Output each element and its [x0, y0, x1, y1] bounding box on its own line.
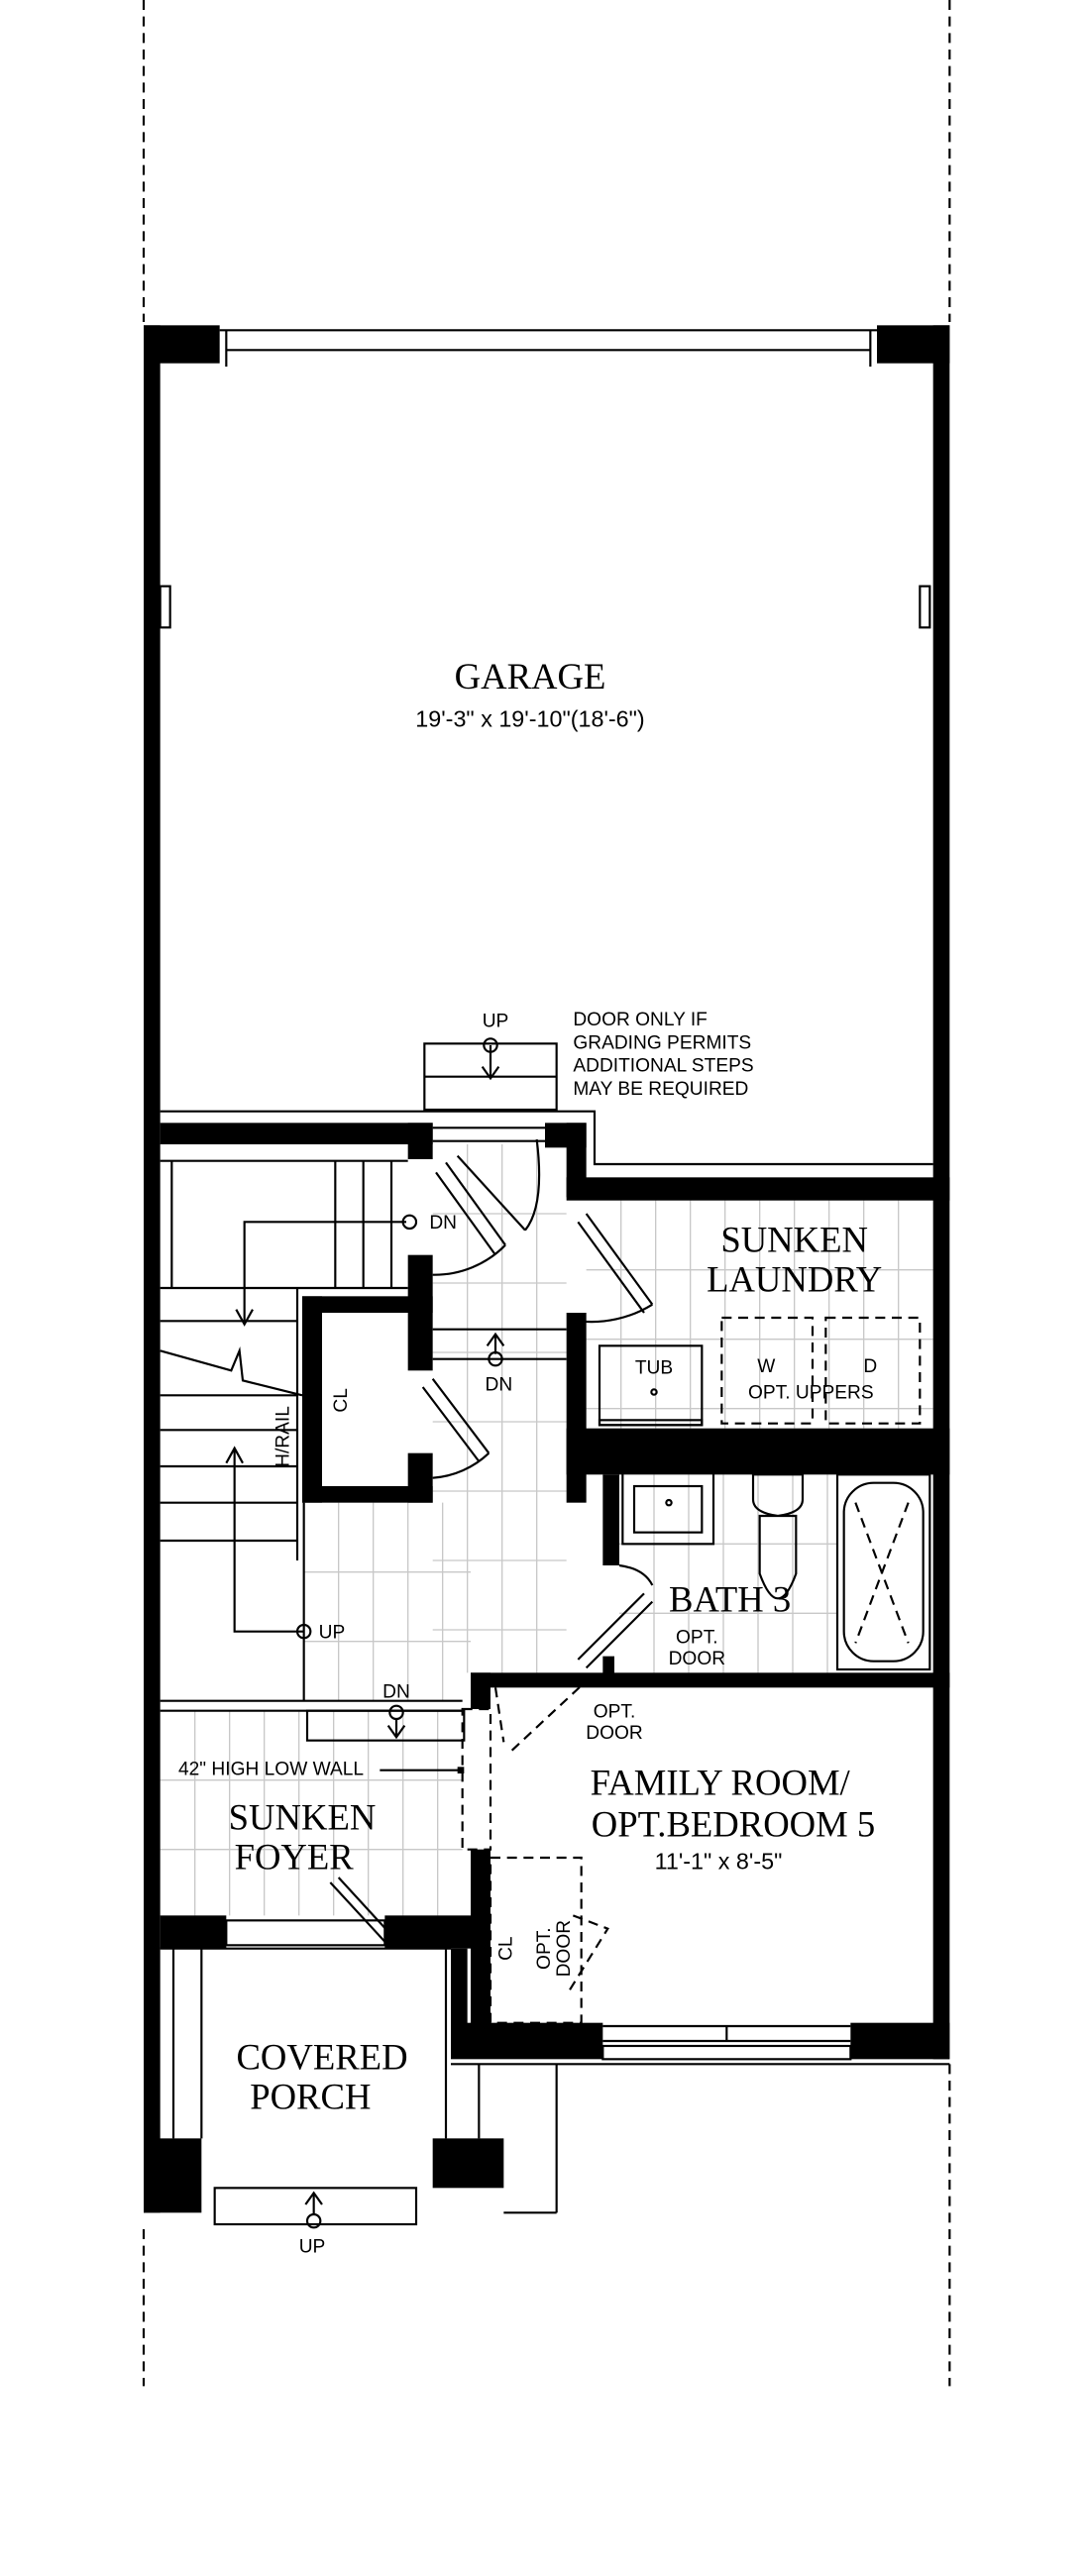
handrail-label: H/RAIL	[273, 1406, 294, 1467]
washer-label: W	[757, 1356, 776, 1377]
closet-opt-door-2: DOOR	[554, 1920, 575, 1977]
foyer-label-2: FOYER	[235, 1837, 355, 1878]
dryer-outline	[824, 1316, 922, 1425]
floor-tiles	[160, 1144, 933, 1916]
family-label-2: OPT.BEDROOM 5	[592, 1803, 875, 1844]
foyer-dn-label: DN	[382, 1681, 410, 1702]
porch	[160, 1947, 950, 2229]
doors	[225, 1127, 852, 2061]
garage-dimensions: 19'-3" x 19'-10"(18'-6")	[415, 705, 644, 731]
laundry-label-1: SUNKEN	[720, 1219, 868, 1259]
garage-up-label: UP	[483, 1012, 509, 1032]
bath-label: BATH 3	[669, 1579, 791, 1620]
family-dimensions: 11'-1" x 8'-5"	[655, 1849, 783, 1875]
stairs	[160, 1159, 567, 1851]
closet-opt-door-1: OPT.	[534, 1927, 555, 1970]
hall-dn-label: DN	[485, 1374, 512, 1395]
low-wall-label: 42" HIGH LOW WALL	[178, 1760, 364, 1780]
porch-up-label: UP	[299, 2236, 326, 2257]
interior-walls	[144, 1123, 950, 2213]
opt-uppers-label: OPT. UPPERS	[748, 1383, 874, 1404]
garage-note-2: GRADING PERMITS	[573, 1032, 751, 1053]
dryer-label: D	[863, 1356, 877, 1377]
family-closet-label: CL	[496, 1936, 517, 1961]
family-opt-door-1: OPT.	[594, 1701, 636, 1722]
laundry-label-2: LAUNDRY	[707, 1258, 882, 1299]
garage-steps	[423, 1037, 558, 1112]
washer-outline	[720, 1316, 815, 1425]
bath-opt-door-1: OPT.	[676, 1627, 718, 1648]
property-lines	[142, 0, 951, 2387]
tub-label: TUB	[635, 1358, 673, 1379]
sink	[621, 1471, 715, 1546]
foyer-label-1: SUNKEN	[229, 1797, 377, 1838]
closet-label: CL	[331, 1388, 352, 1413]
garage-label: GARAGE	[455, 656, 606, 697]
stair-dn-label: DN	[429, 1213, 457, 1234]
stair-up-label: UP	[319, 1622, 346, 1643]
garage-note-3: ADDITIONAL STEPS	[573, 1056, 753, 1077]
family-label-1: FAMILY ROOM/	[591, 1763, 851, 1803]
family-closet	[489, 1856, 583, 2024]
family-opt-door-2: DOOR	[586, 1723, 642, 1744]
porch-label-2: PORCH	[250, 2076, 371, 2116]
toilet	[751, 1473, 805, 1600]
bathtub	[835, 1473, 931, 1671]
fixtures	[489, 1316, 931, 2024]
garage-note-4: MAY BE REQUIRED	[573, 1079, 748, 1100]
bath-opt-door-2: DOOR	[669, 1649, 725, 1669]
porch-label-1: COVERED	[236, 2036, 407, 2077]
garage-note-1: DOOR ONLY IF	[573, 1010, 708, 1030]
